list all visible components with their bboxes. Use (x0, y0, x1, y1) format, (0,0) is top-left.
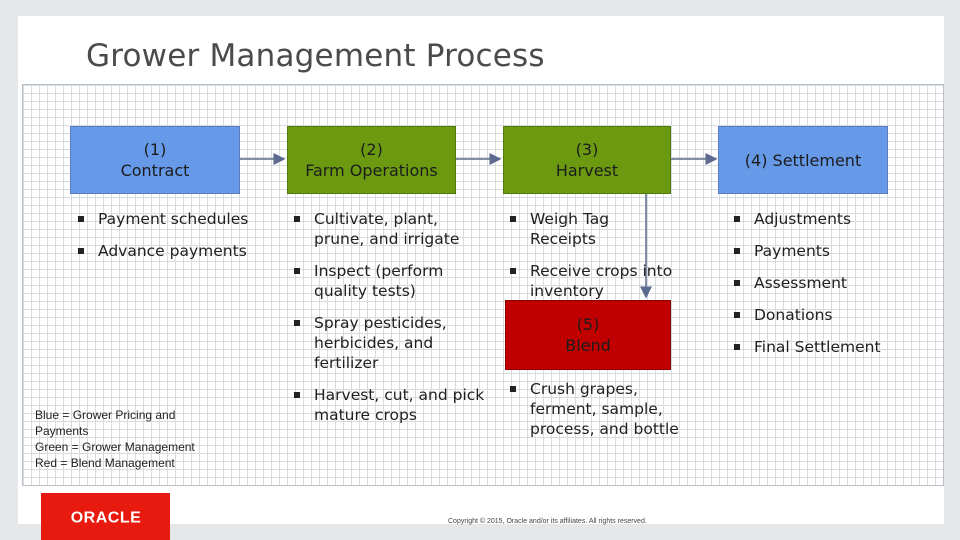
blend-box: (5) Blend (505, 300, 671, 370)
settlement-bullet-list: Adjustments Payments Assessment Donation… (732, 209, 912, 369)
oracle-logo: ORACLE (41, 493, 170, 540)
page-title: Grower Management Process (86, 38, 545, 74)
bullet-square-icon (734, 248, 740, 254)
contract-bullet-list: Payment schedules Advance payments (76, 209, 276, 273)
list-item: Advance payments (76, 241, 276, 261)
contract-box-label: Contract (120, 161, 190, 180)
list-item: Spray pesticides, herbicides, and fertil… (292, 313, 492, 373)
copyright-notice: Copyright © 2015, Oracle and/or its affi… (448, 518, 647, 525)
legend-line: Blue = Grower Pricing and (35, 408, 176, 422)
list-item: Harvest, cut, and pick mature crops (292, 385, 492, 425)
blend-box-number: (5) (576, 315, 600, 334)
harvest-box: (3) Harvest (503, 126, 671, 194)
farm-operations-box: (2) Farm Operations (287, 126, 456, 194)
list-item: Payments (732, 241, 912, 261)
bullet-square-icon (510, 216, 516, 222)
contract-box: (1) Contract (70, 126, 240, 194)
bullet-square-icon (510, 386, 516, 392)
bullet-square-icon (734, 216, 740, 222)
list-item: Payment schedules (76, 209, 276, 229)
list-item: Weigh Tag Receipts (508, 209, 678, 249)
color-legend: Blue = Grower Pricing and Payments Green… (35, 407, 195, 471)
list-item: Assessment (732, 273, 912, 293)
settlement-box-label: (4) Settlement (744, 150, 862, 170)
bullet-square-icon (510, 268, 516, 274)
blend-box-label: Blend (565, 336, 611, 355)
bullet-square-icon (734, 312, 740, 318)
oracle-wordmark: ORACLE (70, 509, 141, 526)
harvest-box-label: Harvest (555, 161, 619, 180)
list-item: Adjustments (732, 209, 912, 229)
list-item: Final Settlement (732, 337, 912, 357)
blend-bullet-list: Crush grapes, ferment, sample, process, … (508, 379, 688, 451)
legend-line: Green = Grower Management (35, 440, 195, 454)
svg-text:ORACLE: ORACLE (70, 509, 141, 526)
bullet-square-icon (78, 248, 84, 254)
list-item: Cultivate, plant, prune, and irrigate (292, 209, 492, 249)
settlement-box: (4) Settlement (718, 126, 888, 194)
list-item: Crush grapes, ferment, sample, process, … (508, 379, 688, 439)
farm-operations-bullet-list: Cultivate, plant, prune, and irrigate In… (292, 209, 492, 437)
farm-operations-box-label: Farm Operations (305, 161, 438, 180)
bullet-square-icon (294, 320, 300, 326)
list-item: Receive crops into inventory (508, 261, 678, 301)
bullet-square-icon (294, 392, 300, 398)
bullet-square-icon (294, 216, 300, 222)
list-item: Donations (732, 305, 912, 325)
bullet-square-icon (734, 344, 740, 350)
bullet-square-icon (294, 268, 300, 274)
harvest-bullet-list: Weigh Tag Receipts Receive crops into in… (508, 209, 678, 313)
farm-operations-box-number: (2) (360, 140, 383, 159)
contract-box-number: (1) (143, 140, 167, 159)
bullet-square-icon (78, 216, 84, 222)
list-item: Inspect (perform quality tests) (292, 261, 492, 301)
legend-line: Payments (35, 424, 89, 438)
harvest-box-number: (3) (575, 140, 599, 159)
bullet-square-icon (734, 280, 740, 286)
legend-line: Red = Blend Management (35, 456, 175, 470)
